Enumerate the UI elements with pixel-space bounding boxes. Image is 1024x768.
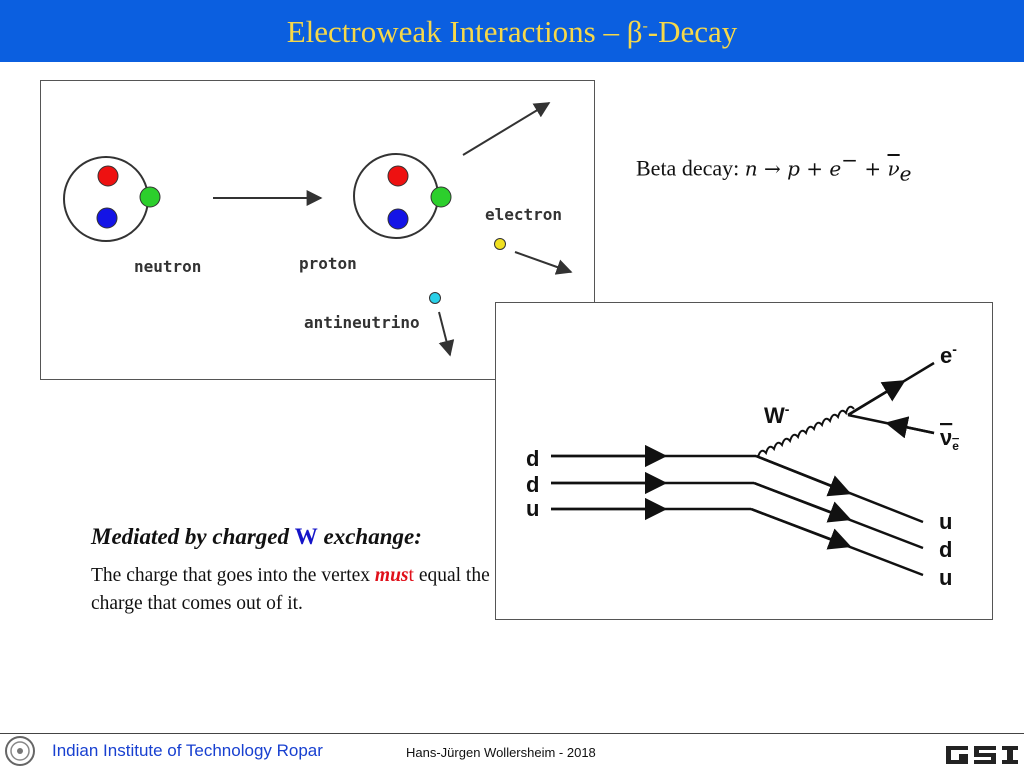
out-quark-label-2: d (939, 537, 952, 562)
feynman-diagram: d d u u d u W- e- νe (495, 302, 993, 620)
electron-arrow (514, 251, 573, 275)
proton-blue-quark (387, 208, 409, 230)
in-quark-label-3: u (526, 496, 539, 521)
antineutrino-arrow (438, 311, 455, 357)
quark-line-1-out-arrow (755, 454, 852, 497)
neutron-red-quark (97, 165, 119, 187)
w-boson-label: W- (764, 401, 790, 428)
neutron-blue-quark (96, 207, 118, 229)
out-quark-label-1: u (939, 509, 952, 534)
electron-line-arrow (847, 380, 906, 417)
proton-out-arrow (462, 102, 551, 156)
electron-dot (494, 238, 506, 250)
mediated-heading: Mediated by charged W exchange: (91, 524, 422, 549)
title-bar (0, 0, 1024, 62)
quark-line-3-out-arrow (750, 507, 852, 550)
footer-divider (0, 733, 1024, 734)
w-boson-line (757, 405, 855, 458)
electron-label: electron (485, 205, 562, 224)
antineutrino-dot (429, 292, 441, 304)
quark-line-2-out-arrow (753, 481, 852, 523)
charge-explanation: The charge that goes into the vertex mus… (91, 565, 490, 614)
in-quark-label-1: d (526, 446, 539, 471)
neutron-green-quark (139, 186, 161, 208)
in-quark-label-2: d (526, 472, 539, 497)
antineutrino-feynman-label: νe (940, 425, 959, 453)
electron-feynman-label: e- (940, 341, 957, 368)
iit-seal-icon (5, 736, 35, 766)
neutron-label: neutron (134, 257, 201, 276)
proton-green-quark (430, 186, 452, 208)
slide-title: Electroweak Interactions – β--Decay (286, 14, 738, 49)
proton-label: proton (299, 254, 357, 273)
antineutrino-line-arrow (884, 416, 935, 439)
beta-decay-equation: Beta decay: n → p + e− + νe (636, 148, 912, 186)
footer-author: Hans-Jürgen Wollersheim - 2018 (406, 745, 596, 760)
footer-institution: Indian Institute of Technology Ropar (52, 741, 323, 760)
out-quark-label-3: u (939, 565, 952, 590)
antineutrino-label: antineutrino (304, 313, 420, 332)
proton-red-quark (387, 165, 409, 187)
gsi-logo-icon (946, 746, 1018, 764)
